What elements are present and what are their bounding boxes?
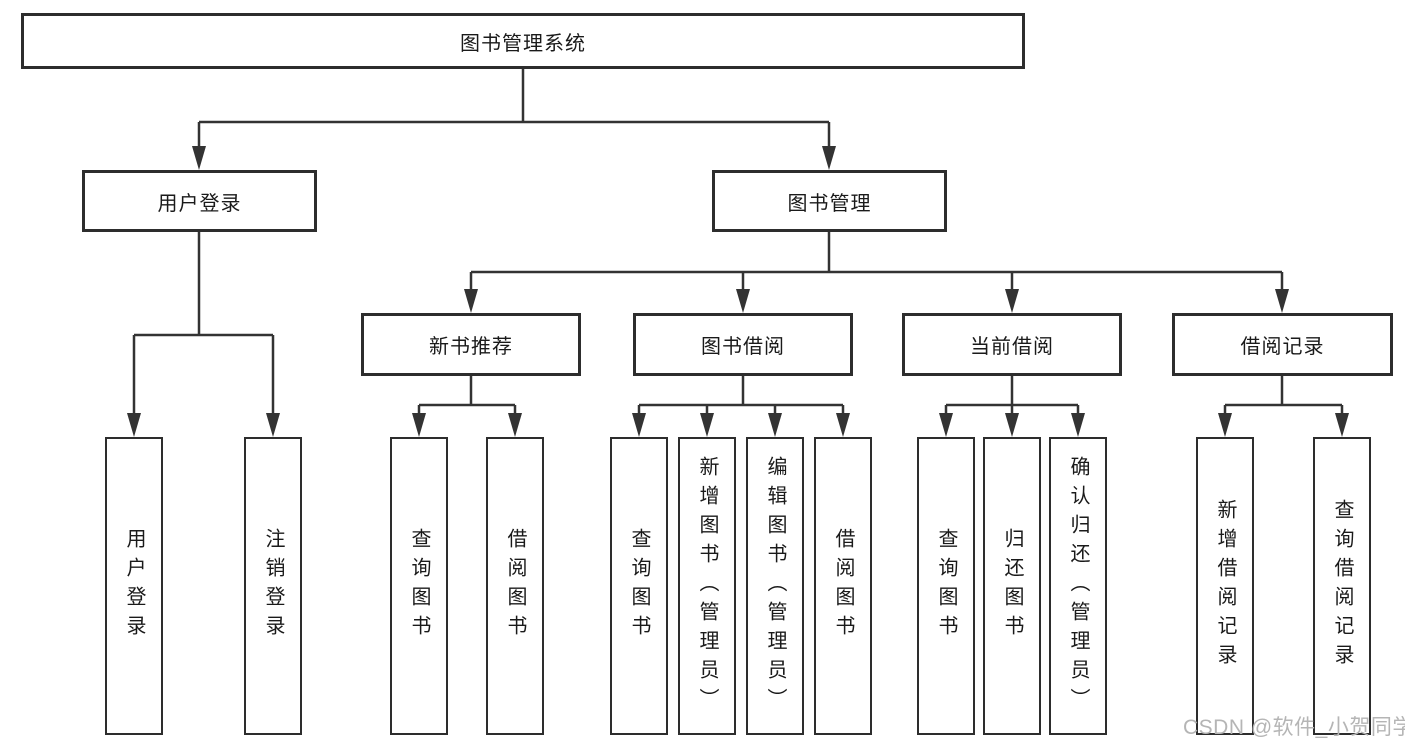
node-label: 查询借阅记录 — [1331, 499, 1353, 673]
leaf-add-borrow-record: 新增借阅记录 — [1196, 437, 1254, 735]
arrow-down-icon — [1005, 413, 1019, 437]
leaf-borrow-books: 借阅图书 — [486, 437, 544, 735]
node-label: 归还图书 — [1001, 528, 1023, 644]
arrow-down-icon — [1071, 413, 1085, 437]
arrow-down-icon — [836, 413, 850, 437]
arrow-down-icon — [266, 413, 280, 437]
leaf-confirm-return-admin: 确认归还（管理员） — [1049, 437, 1107, 735]
node-label: 借阅记录 — [1240, 336, 1325, 358]
leaf-query-books: 查询图书 — [917, 437, 975, 735]
node-label: 图书管理系统 — [460, 32, 586, 55]
leaf-return-books: 归还图书 — [983, 437, 1041, 735]
node-label: 查询图书 — [408, 528, 430, 644]
arrow-down-icon — [412, 413, 426, 437]
node-label: 图书管理 — [787, 192, 872, 215]
watermark: CSDN @软件_小贺同学 — [1183, 716, 1405, 739]
node-library-management-system: 图书管理系统 — [21, 13, 1025, 69]
arrow-down-icon — [822, 146, 836, 170]
leaf-add-books-admin: 新增图书（管理员） — [678, 437, 736, 735]
arrow-down-icon — [939, 413, 953, 437]
arrow-down-icon — [1275, 289, 1289, 313]
node-label: 编辑图书（管理员） — [764, 455, 786, 717]
arrow-down-icon — [127, 413, 141, 437]
connector-path — [132, 69, 1344, 418]
node-label: 借阅图书 — [832, 528, 854, 644]
leaf-query-books: 查询图书 — [610, 437, 668, 735]
leaf-user-login: 用户登录 — [105, 437, 163, 735]
node-label: 查询图书 — [935, 528, 957, 644]
node-label: 新增借阅记录 — [1214, 499, 1236, 673]
arrow-down-icon — [508, 413, 522, 437]
node-new-book-recommendation: 新书推荐 — [361, 313, 581, 376]
arrow-down-icon — [1218, 413, 1232, 437]
node-label: 图书借阅 — [701, 336, 785, 358]
node-label: 新增图书（管理员） — [696, 455, 718, 717]
arrow-down-icon — [632, 413, 646, 437]
node-label: 注销登录 — [262, 528, 284, 644]
node-label: 借阅图书 — [504, 528, 526, 644]
node-current-borrowing: 当前借阅 — [902, 313, 1122, 376]
leaf-query-books: 查询图书 — [390, 437, 448, 735]
arrow-down-icon — [464, 289, 478, 313]
node-borrowing-records: 借阅记录 — [1172, 313, 1393, 376]
node-label: 查询图书 — [628, 528, 650, 644]
node-label: 确认归还（管理员） — [1067, 455, 1089, 717]
node-label: 当前借阅 — [970, 336, 1054, 358]
leaf-edit-books-admin: 编辑图书（管理员） — [746, 437, 804, 735]
node-label: 用户登录 — [123, 528, 145, 644]
arrow-down-icon — [1335, 413, 1349, 437]
arrow-down-icon — [736, 289, 750, 313]
node-label: 用户登录 — [157, 192, 242, 215]
arrow-down-icon — [700, 413, 714, 437]
node-user-login: 用户登录 — [82, 170, 317, 232]
node-book-management: 图书管理 — [712, 170, 947, 232]
arrow-down-icon — [1005, 289, 1019, 313]
arrow-down-icon — [768, 413, 782, 437]
node-book-borrowing: 图书借阅 — [633, 313, 853, 376]
node-label: 新书推荐 — [429, 336, 513, 358]
leaf-borrow-books: 借阅图书 — [814, 437, 872, 735]
leaf-logout: 注销登录 — [244, 437, 302, 735]
leaf-query-borrow-record: 查询借阅记录 — [1313, 437, 1371, 735]
arrow-down-icon — [192, 146, 206, 170]
